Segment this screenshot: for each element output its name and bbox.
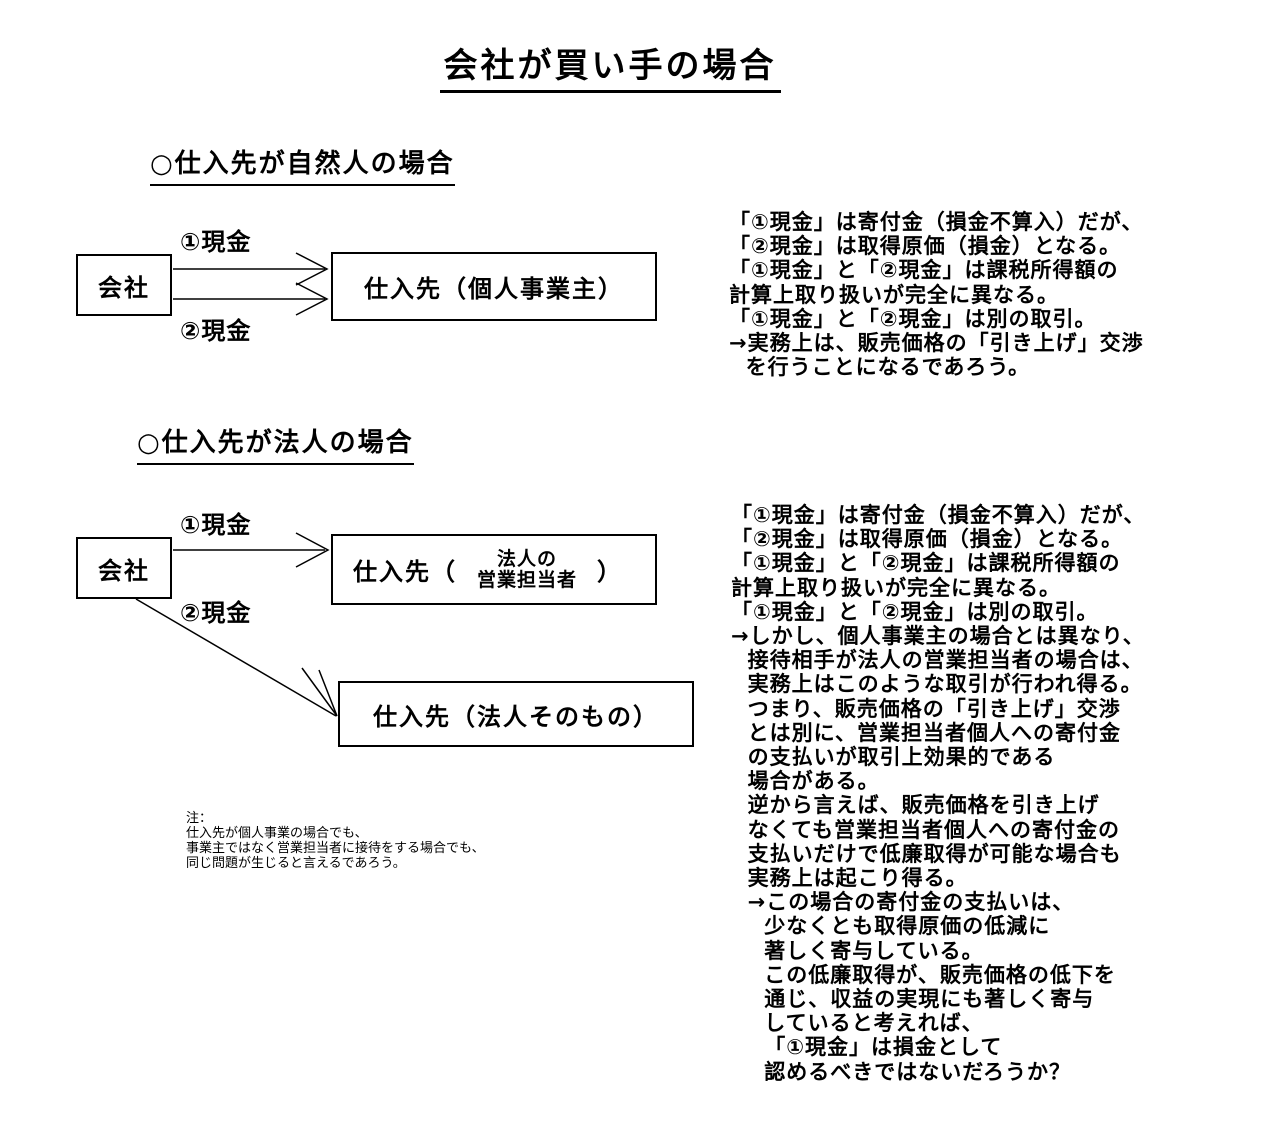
- explanation-line: つまり、販売価格の「引き上げ」交渉: [731, 696, 1121, 721]
- page-title: 会社が買い手の場合: [0, 38, 1220, 93]
- note-line: 同じ問題が生じると言えるであろう。: [186, 856, 406, 871]
- section2-explanation: 「①現金」は寄付金（損金不算入）だが、 「②現金」は取得原価（損金）となる。 「…: [731, 503, 1145, 1084]
- company-box-2: 会社: [76, 537, 172, 599]
- arrow1-head: [295, 252, 329, 286]
- explanation-line: 「②現金」は取得原価（損金）となる。: [731, 527, 1124, 552]
- explanation-line: →この場合の寄付金の支払いは、: [731, 890, 1075, 915]
- note-line: 仕入先が個人事業の場合でも、: [186, 826, 368, 841]
- explanation-line: していると考えれば、: [731, 1011, 984, 1036]
- explanation-line: 接待相手が法人の営業担当者の場合は、: [731, 648, 1144, 673]
- explanation-line: とは別に、営業担当者個人への寄付金: [731, 720, 1121, 745]
- explanation-line: →実務上は、販売価格の「引き上げ」交渉: [729, 331, 1144, 356]
- arrow3-head: [295, 532, 330, 568]
- supplier-box-sales-rep: 仕入先（ 法人の 営業担当者 ）: [331, 534, 657, 605]
- supplier-box-individual: 仕入先（個人事業主）: [331, 252, 657, 321]
- note: 注： 仕入先が個人事業の場合でも、 事業主ではなく営業担当者に接待をする場合でも…: [186, 811, 485, 871]
- explanation-line: 場合がある。: [731, 769, 880, 794]
- explanation-line: この低廉取得が、販売価格の低下を: [731, 962, 1116, 987]
- sales-rep-line2: 営業担当者: [477, 568, 578, 591]
- explanation-line: 「①現金」と「②現金」は別の取引。: [731, 599, 1099, 624]
- explanation-line: 著しく寄与している。: [731, 938, 984, 963]
- arrow4-line: [135, 598, 337, 717]
- explanation-line: を行うことになるであろう。: [729, 355, 1031, 380]
- explanation-line: 「①現金」と「②現金」は課税所得額の: [729, 258, 1119, 283]
- explanation-line: 少なくとも取得原価の低減に: [731, 914, 1051, 939]
- explanation-line: 「①現金」は寄付金（損金不算入）だが、: [729, 210, 1144, 234]
- explanation-line: 計算上取り扱いが完全に異なる。: [731, 575, 1061, 600]
- cash1-label-1: ①現金: [180, 228, 252, 256]
- arrow2-head: [295, 282, 329, 316]
- section1-heading: ○仕入先が自然人の場合: [150, 143, 455, 186]
- explanation-line: 「①現金」は損金として: [731, 1035, 1003, 1060]
- arrow4-head: [301, 667, 338, 717]
- supplier-box-corporation: 仕入先（法人そのもの）: [338, 681, 694, 747]
- explanation-line: 「①現金」と「②現金」は課税所得額の: [731, 551, 1121, 576]
- explanation-line: の支払いが取引上効果的である: [731, 745, 1056, 770]
- explanation-line: 通じ、収益の実現にも著しく寄与: [731, 987, 1095, 1012]
- cash2-label-1: ②現金: [180, 317, 252, 345]
- company-box-1: 会社: [76, 254, 172, 316]
- cash1-label-2: ①現金: [180, 511, 252, 539]
- explanation-line: 逆から言えば、販売価格を引き上げ: [731, 793, 1100, 818]
- sales-rep-stack: 法人の 営業担当者: [477, 547, 578, 591]
- explanation-line: なくても営業担当者個人への寄付金の: [731, 817, 1120, 842]
- explanation-line: 認めるべきではないだろうか？: [731, 1059, 1071, 1084]
- note-line: 事業主ではなく営業担当者に接待をする場合でも、: [186, 841, 485, 856]
- section2-heading: ○仕入先が法人の場合: [137, 422, 414, 465]
- supplier-suffix: ）: [597, 558, 624, 586]
- explanation-line: 支払いだけで低廉取得が可能な場合も: [731, 841, 1122, 866]
- explanation-line: 「①現金」は寄付金（損金不算入）だが、: [731, 503, 1146, 527]
- supplier-prefix: 仕入先（: [353, 558, 457, 586]
- explanation-line: →しかし、個人事業主の場合とは異なり、: [731, 624, 1145, 649]
- explanation-line: 実務上は起こり得る。: [731, 866, 968, 891]
- note-label: 注：: [186, 811, 213, 826]
- section1-explanation: 「①現金」は寄付金（損金不算入）だが、 「②現金」は取得原価（損金）となる。 「…: [729, 210, 1144, 379]
- sales-rep-line1: 法人の: [497, 547, 558, 570]
- cash2-label-2: ②現金: [180, 599, 252, 627]
- explanation-line: 計算上取り扱いが完全に異なる。: [729, 282, 1059, 307]
- explanation-line: 「①現金」と「②現金」は別の取引。: [729, 306, 1097, 331]
- explanation-line: 「②現金」は取得原価（損金）となる。: [729, 234, 1122, 259]
- explanation-line: 実務上はこのような取引が行われ得る。: [731, 672, 1143, 697]
